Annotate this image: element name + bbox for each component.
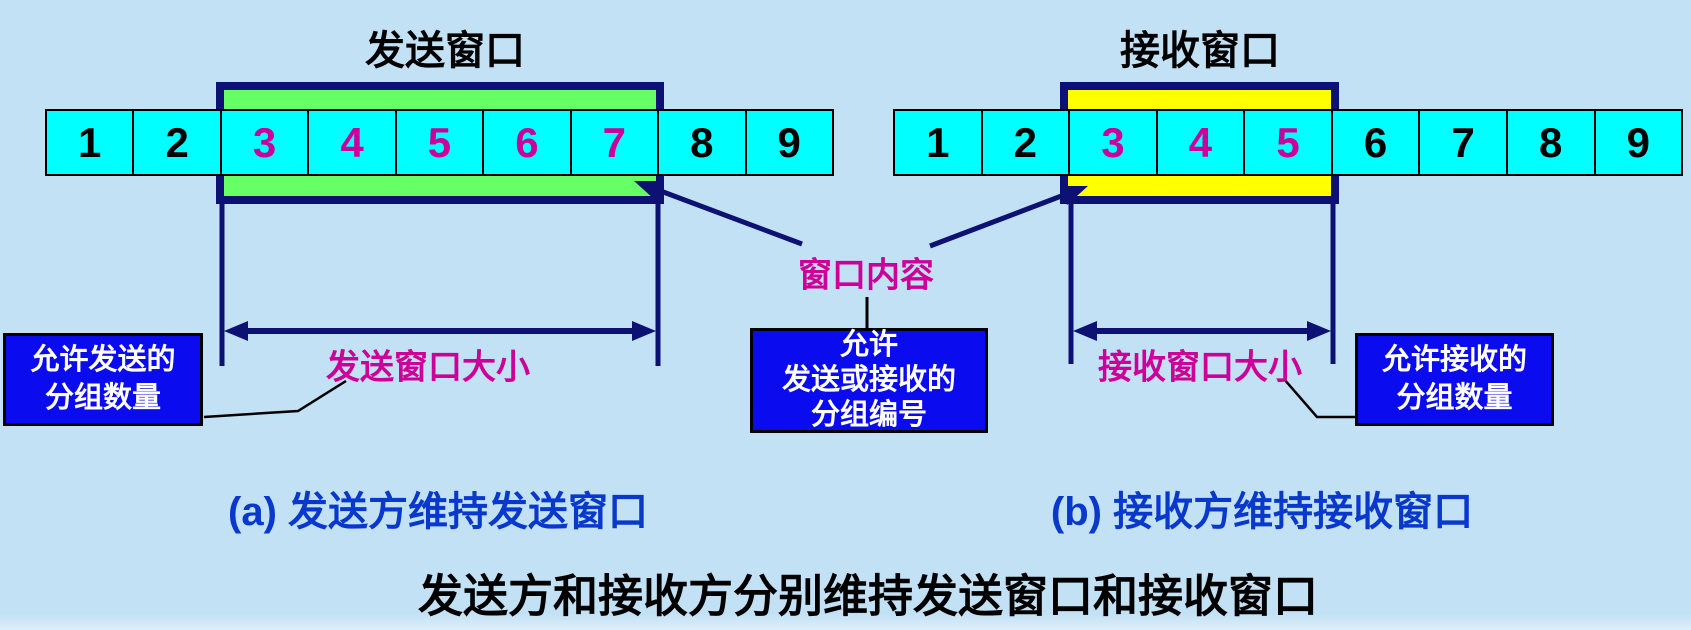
receive-size-arrowhead-left xyxy=(1073,321,1097,341)
sequence-cell: 7 xyxy=(569,109,660,176)
window-content-arrow-right xyxy=(929,192,1065,249)
send-size-arrowhead-right xyxy=(632,321,656,341)
window-content-arrowhead-left xyxy=(634,181,662,200)
allowed-send-count-line1: 允许发送的 xyxy=(30,343,176,376)
sequence-cell: 6 xyxy=(482,109,572,176)
receive-window-size-label: 接收窗口大小 xyxy=(1098,348,1302,387)
window-content-label: 窗口内容 xyxy=(798,256,934,295)
send-box-connector xyxy=(203,379,347,419)
send-window-title: 发送窗口 xyxy=(365,29,525,73)
window-content-arrow-left xyxy=(657,187,803,247)
allowed-sequence-line1: 允许 xyxy=(839,329,898,362)
allowed-receive-count-box: 允许接收的 分组数量 xyxy=(1355,333,1554,426)
window-content-arrowhead-right xyxy=(1060,186,1088,205)
allowed-receive-count-line1: 允许接收的 xyxy=(1381,343,1527,376)
sequence-cell: 2 xyxy=(980,109,1071,176)
sequence-cell: 5 xyxy=(1243,109,1333,176)
sequence-cell: 5 xyxy=(394,109,485,176)
sequence-cell: 1 xyxy=(893,109,983,176)
allowed-sequence-line3: 分组编号 xyxy=(810,398,927,431)
sequence-cell: 3 xyxy=(1068,109,1158,176)
allowed-sequence-numbers-box: 允许 发送或接收的 分组编号 xyxy=(750,328,988,433)
allowed-send-count-line2: 分组数量 xyxy=(44,381,161,414)
send-size-arrowhead-left xyxy=(224,321,248,341)
sequence-cell: 1 xyxy=(45,109,135,176)
sequence-cell: 6 xyxy=(1330,109,1421,176)
receive-caption: (b) 接收方维持接收窗口 xyxy=(1050,490,1474,534)
allowed-sequence-line2: 发送或接收的 xyxy=(781,364,956,397)
allowed-receive-count-line2: 分组数量 xyxy=(1396,381,1513,414)
sequence-cell: 8 xyxy=(657,109,747,176)
sequence-cell: 9 xyxy=(1593,109,1684,176)
sequence-cell: 7 xyxy=(1418,109,1508,176)
send-window-size-label: 发送窗口大小 xyxy=(326,348,530,387)
sequence-cell: 9 xyxy=(744,109,834,176)
send-caption: (a) 发送方维持发送窗口 xyxy=(228,490,648,534)
footer-title: 发送方和接收方分别维持发送窗口和接收窗口 xyxy=(417,570,1319,622)
bottom-edge-highlight xyxy=(0,614,1691,630)
receive-box-connector xyxy=(1283,378,1356,419)
allowed-send-count-box: 允许发送的 分组数量 xyxy=(3,333,203,426)
receive-size-arrowhead-right xyxy=(1307,321,1331,341)
sequence-cell: 3 xyxy=(219,109,310,176)
receive-window-title: 接收窗口 xyxy=(1120,29,1280,73)
